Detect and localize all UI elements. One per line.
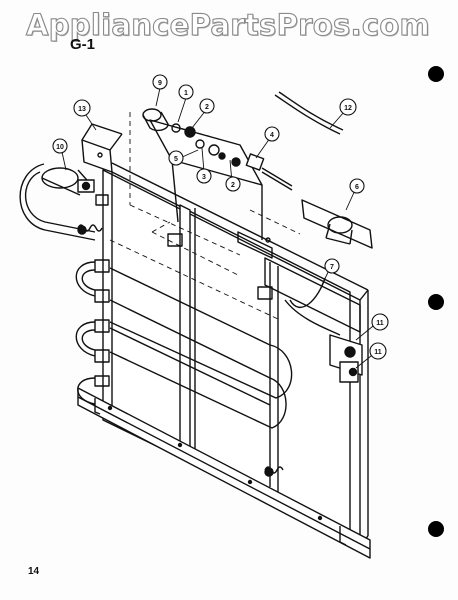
- callout-10-label: 11: [376, 320, 384, 327]
- callout-4: 4: [264, 126, 280, 142]
- page-number: 14: [28, 566, 40, 577]
- callout-13-label: 13: [78, 106, 86, 113]
- bolt-rod: [245, 153, 293, 191]
- callout-11: 11: [369, 342, 387, 360]
- figure-label: G-1: [70, 36, 96, 53]
- wire-tube: [274, 91, 344, 135]
- callout-13: 13: [73, 99, 91, 117]
- callout-4-label: 4: [270, 132, 274, 139]
- callout-5: 5: [168, 150, 184, 166]
- central-bracket: [149, 119, 273, 259]
- callout-7-label: 7: [330, 264, 334, 271]
- callout-1-label: 1: [184, 90, 188, 97]
- callout-5-label: 5: [174, 156, 178, 163]
- binder-hole-middle: [428, 294, 444, 310]
- bottom-rail: [77, 387, 371, 559]
- spring-left: [77, 224, 103, 235]
- small-hardware: [171, 123, 241, 167]
- callout-2-top: 2: [199, 98, 215, 114]
- callout-3-label: 3: [202, 174, 206, 181]
- binder-hole-bottom: [428, 521, 444, 537]
- frame-clips: [95, 194, 273, 300]
- callout-6-label: 6: [355, 184, 359, 191]
- spring-bottom: [264, 466, 284, 477]
- canister-part: [142, 108, 169, 132]
- callout-2-bottom: 2: [225, 176, 241, 192]
- callout-8-label: 9: [158, 80, 162, 87]
- callout-7: 7: [324, 258, 340, 274]
- cylinder-part: [41, 167, 95, 196]
- callout-1: 1: [178, 84, 194, 100]
- callout-12-label: 12: [344, 105, 352, 112]
- callout-10: 11: [371, 313, 389, 331]
- callout-9-label: 10: [56, 144, 64, 151]
- callout-12: 12: [339, 98, 357, 116]
- top-left-mounting-plate: [81, 123, 123, 173]
- callout-9: 10: [52, 138, 68, 154]
- callout-6: 6: [349, 178, 365, 194]
- callout-11-label: 11: [374, 349, 382, 356]
- bracket-part: [301, 199, 373, 249]
- callout-2-bottom-label: 2: [231, 182, 235, 189]
- binder-hole-top: [428, 66, 444, 82]
- callout-3: 3: [196, 168, 212, 184]
- watermark: AppliancePartsPros.com: [25, 7, 431, 42]
- coil-tubing: [19, 163, 293, 429]
- callout-8: 9: [152, 74, 168, 90]
- right-clips: [329, 334, 363, 383]
- callout-2-top-label: 2: [205, 104, 209, 111]
